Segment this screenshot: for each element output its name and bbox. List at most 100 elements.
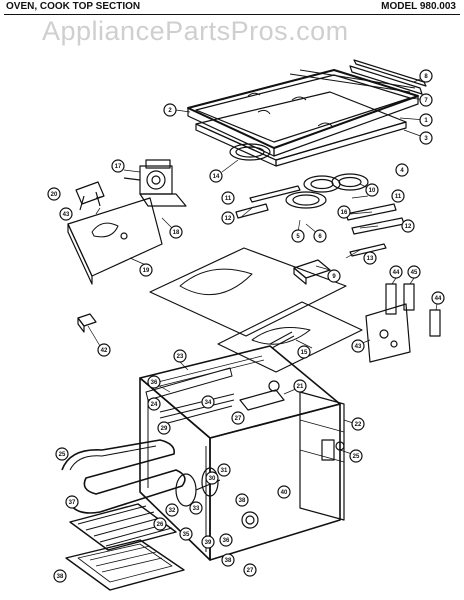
- svg-text:25: 25: [59, 452, 66, 458]
- svg-text:6: 6: [318, 234, 322, 240]
- callout: 40: [277, 485, 291, 499]
- svg-text:38: 38: [225, 558, 232, 564]
- callout: 38: [221, 553, 235, 567]
- callout: 21: [293, 379, 307, 393]
- hinge-block-top: [239, 380, 285, 411]
- svg-text:10: 10: [369, 188, 376, 194]
- control-bracket: [67, 197, 163, 285]
- callout: 2: [163, 103, 177, 117]
- callout: 17: [111, 159, 125, 173]
- callout: 42: [97, 343, 111, 357]
- callout: 25: [349, 449, 363, 463]
- header-rule: [4, 14, 460, 15]
- svg-text:30: 30: [209, 476, 216, 482]
- callout: 24: [147, 397, 161, 411]
- callout: 14: [209, 169, 223, 183]
- svg-text:18: 18: [173, 230, 180, 236]
- callout: 45: [407, 265, 421, 279]
- burner-elements: [229, 143, 369, 209]
- svg-text:38: 38: [239, 498, 246, 504]
- terminal-block: [293, 259, 331, 285]
- svg-text:27: 27: [235, 416, 242, 422]
- callout: 26: [153, 517, 167, 531]
- callout: 27: [243, 563, 257, 577]
- svg-text:1: 1: [424, 118, 428, 124]
- svg-text:9: 9: [332, 274, 336, 280]
- oven-rack: [69, 503, 177, 551]
- callout: 44: [431, 291, 445, 305]
- svg-text:8: 8: [424, 74, 428, 80]
- svg-text:40: 40: [281, 490, 288, 496]
- svg-text:7: 7: [424, 98, 428, 104]
- broil-pan: [65, 539, 185, 591]
- callout: 31: [217, 463, 231, 477]
- callout: 16: [337, 205, 351, 219]
- svg-text:3: 3: [424, 136, 428, 142]
- svg-text:35: 35: [183, 532, 190, 538]
- broil-element: [159, 393, 235, 425]
- svg-text:20: 20: [51, 192, 58, 198]
- bake-element: [61, 439, 186, 514]
- svg-text:11: 11: [395, 194, 402, 200]
- callout: 10: [365, 183, 379, 197]
- callout: 38: [53, 569, 67, 583]
- callout: 1: [419, 113, 433, 127]
- svg-text:5: 5: [296, 234, 300, 240]
- callout: 33: [189, 501, 203, 515]
- svg-text:27: 27: [247, 568, 254, 574]
- callout: 37: [65, 495, 79, 509]
- svg-text:13: 13: [367, 256, 374, 262]
- callout: 9: [327, 269, 341, 283]
- svg-text:36: 36: [223, 538, 230, 544]
- svg-text:25: 25: [353, 454, 360, 460]
- svg-text:37: 37: [69, 500, 76, 506]
- callout: 8: [419, 69, 433, 83]
- callout: 36: [147, 375, 161, 389]
- callout: 25: [55, 447, 69, 461]
- callout: 30: [205, 471, 219, 485]
- small-switch: [75, 181, 105, 211]
- svg-text:2: 2: [168, 108, 172, 114]
- svg-text:12: 12: [225, 216, 232, 222]
- svg-text:19: 19: [143, 268, 150, 274]
- right-small-parts: [365, 283, 441, 363]
- callout: 13: [363, 251, 377, 265]
- callout: 44: [389, 265, 403, 279]
- svg-text:12: 12: [405, 224, 412, 230]
- callout: 6: [313, 229, 327, 243]
- callout: 36: [219, 533, 233, 547]
- callout: 15: [297, 345, 311, 359]
- section-title: OVEN, COOK TOP SECTION: [6, 1, 141, 12]
- svg-text:23: 23: [177, 354, 184, 360]
- callout: 4: [395, 163, 409, 177]
- svg-text:45: 45: [411, 270, 418, 276]
- trim-strip-top: [349, 59, 427, 95]
- svg-text:4: 4: [400, 168, 404, 174]
- callout: 39: [201, 535, 215, 549]
- svg-text:17: 17: [115, 164, 122, 170]
- svg-text:33: 33: [193, 506, 200, 512]
- svg-text:11: 11: [225, 196, 232, 202]
- watermark: AppliancePartsPros.com: [42, 16, 349, 46]
- switch-motor-assembly: [123, 159, 187, 207]
- callout: 34: [201, 395, 215, 409]
- cooktop-frame: [195, 91, 407, 167]
- callout: 18: [169, 225, 183, 239]
- callout: 29: [157, 421, 171, 435]
- svg-text:43: 43: [63, 212, 70, 218]
- svg-text:15: 15: [301, 350, 308, 356]
- callout: 12: [221, 211, 235, 225]
- callout: 3: [419, 131, 433, 145]
- heat-shield-upper: [149, 247, 347, 337]
- callout: 20: [47, 187, 61, 201]
- callout: 12: [401, 219, 415, 233]
- svg-text:22: 22: [355, 422, 362, 428]
- left-small-block: [77, 313, 97, 333]
- svg-text:36: 36: [151, 380, 158, 386]
- svg-text:34: 34: [205, 400, 212, 406]
- callout: 5: [291, 229, 305, 243]
- svg-text:43: 43: [355, 344, 362, 350]
- svg-text:42: 42: [101, 348, 108, 354]
- svg-text:14: 14: [213, 174, 220, 180]
